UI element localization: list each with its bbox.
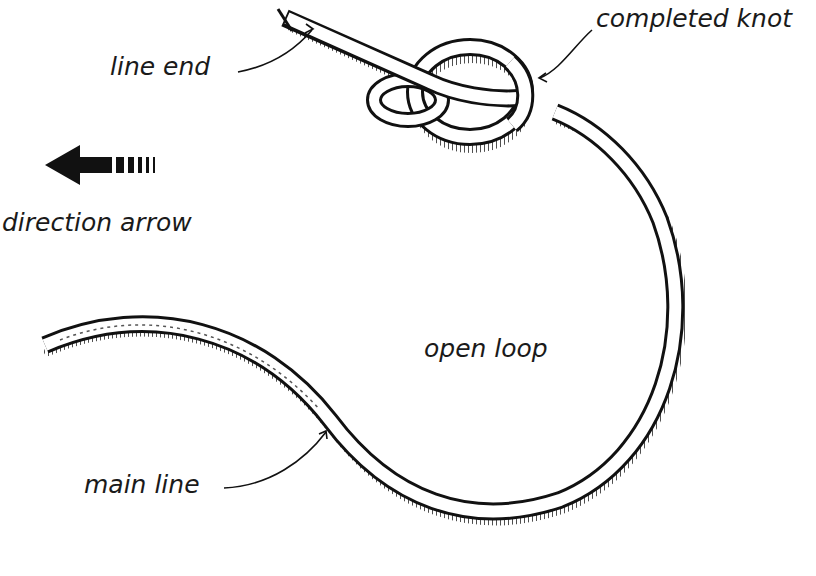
leader-lines bbox=[224, 24, 592, 488]
main-line-label: main line bbox=[84, 470, 200, 500]
line-end-label: line end bbox=[110, 52, 210, 82]
knot-ring-front bbox=[510, 62, 525, 125]
main-rope bbox=[45, 112, 675, 511]
line-end-rope bbox=[278, 9, 520, 98]
direction-arrow-label: direction arrow bbox=[2, 208, 192, 238]
direction-arrow bbox=[45, 145, 155, 185]
completed-knot-label: completed knot bbox=[596, 4, 792, 34]
open-loop-label: open loop bbox=[424, 334, 548, 364]
